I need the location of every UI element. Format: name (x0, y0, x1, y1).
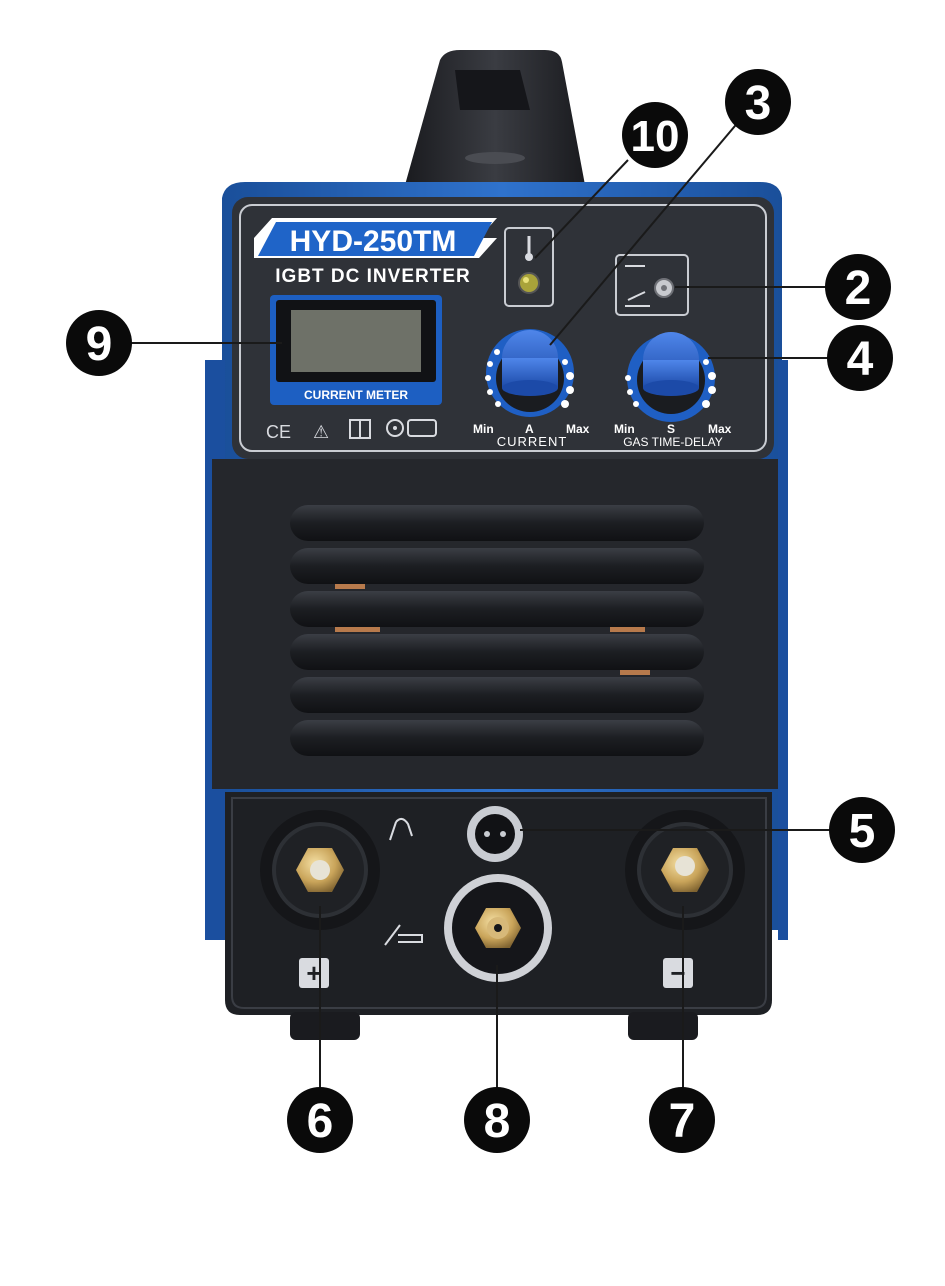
model-badge: HYD-250TM (254, 218, 497, 258)
svg-text:7: 7 (669, 1095, 696, 1148)
thermal-indicator (504, 227, 554, 307)
gas-torch-connector[interactable] (384, 874, 552, 982)
callout-6: 6 (287, 1087, 353, 1153)
thermometer-icon (525, 236, 533, 261)
negative-symbol: − (670, 958, 685, 988)
svg-text:3: 3 (745, 77, 772, 130)
callout-4: 4 (827, 325, 893, 391)
vent-slats (290, 505, 704, 756)
callout-7: 7 (649, 1087, 715, 1153)
gas-dial-dots (625, 359, 716, 408)
callout-9: 9 (66, 310, 132, 376)
torch-mode-switch[interactable] (615, 254, 689, 316)
overheat-led (518, 272, 540, 294)
model-badge-text: HYD-250TM (290, 225, 457, 258)
positive-symbol: + (306, 958, 321, 988)
callout-8: 8 (464, 1087, 530, 1153)
callout-10: 10 (622, 102, 688, 168)
svg-text:6: 6 (307, 1095, 334, 1148)
callout-leaders (128, 119, 835, 1094)
gas-min-label: Min (614, 422, 635, 436)
current-max-label: Max (566, 422, 590, 436)
current-label: CURRENT (497, 434, 568, 449)
torch-small-icon (384, 924, 423, 946)
callout-5: 5 (829, 797, 895, 863)
svg-text:9: 9 (86, 318, 113, 371)
gas-delay-knob[interactable]: Min S Max GAS TIME-DELAY (614, 332, 732, 449)
ip-rating-icon (407, 419, 437, 437)
current-dial-dots (485, 349, 574, 408)
gas-label: GAS TIME-DELAY (623, 435, 723, 449)
current-min-label: Min (473, 422, 494, 436)
current-meter: CURRENT METER (270, 295, 442, 405)
ce-mark: CE (266, 422, 291, 442)
fan-icon (386, 419, 404, 437)
svg-text:10: 10 (631, 112, 680, 161)
certification-marks: CE ⚠ (266, 419, 437, 442)
negative-terminal[interactable]: − (625, 810, 745, 988)
warning-icon: ⚠ (313, 422, 329, 442)
meter-label: CURRENT METER (304, 388, 408, 402)
svg-text:8: 8 (484, 1095, 511, 1148)
control-socket[interactable] (389, 806, 523, 862)
subtitle: IGBT DC INVERTER (275, 266, 470, 287)
torch-icon (625, 265, 650, 307)
current-knob[interactable]: Min A Max CURRENT (473, 329, 590, 449)
callout-2: 2 (825, 254, 891, 320)
trigger-icon (389, 818, 413, 841)
svg-text:5: 5 (849, 805, 876, 858)
gas-unit-label: S (667, 422, 675, 436)
current-unit-label: A (525, 422, 534, 436)
gas-max-label: Max (708, 422, 732, 436)
callout-3: 3 (725, 69, 791, 135)
carry-handle (405, 50, 585, 185)
svg-text:4: 4 (847, 333, 874, 386)
svg-text:2: 2 (845, 262, 872, 315)
